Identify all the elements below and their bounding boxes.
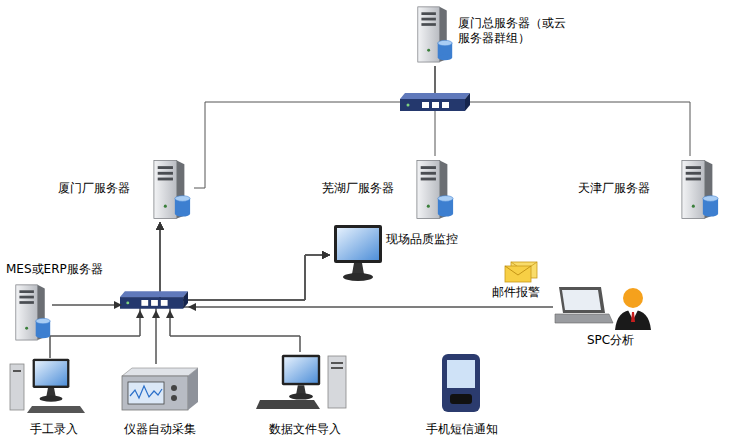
- pc-icon: [10, 359, 85, 413]
- node-label: SPC分析: [587, 333, 634, 348]
- node-label: 仪器自动采集: [124, 422, 196, 437]
- node-label: 厦门厂服务器: [58, 181, 130, 196]
- node-label: 现场品质监控: [386, 232, 458, 247]
- device-node: 手机短信通知: [420, 352, 506, 439]
- device-node: 芜湖厂服务器: [318, 156, 458, 222]
- node-label: 手机短信通知: [426, 422, 498, 437]
- device-node: SPC分析: [553, 283, 653, 351]
- device-node: 厦门厂服务器: [56, 156, 194, 222]
- device-node: 仪器自动采集: [116, 364, 204, 439]
- switch-icon: [120, 291, 188, 308]
- connector: [435, 66, 690, 156]
- connector: [153, 255, 330, 364]
- phone-icon: [442, 354, 480, 412]
- node-label: 手工录入: [30, 422, 78, 437]
- device-node: 邮件报警: [488, 262, 550, 302]
- connector: [50, 222, 160, 358]
- switch-icon: [400, 93, 470, 111]
- server-icon: [417, 160, 453, 218]
- hub-arrowheads: [114, 301, 196, 318]
- monitor-icon: [334, 225, 382, 281]
- email-icon: [505, 262, 537, 282]
- connector: [153, 222, 553, 307]
- connector: [153, 222, 300, 352]
- device-node: 厦门总服务器（或云服务器群组）: [414, 4, 572, 66]
- instrument-icon: [122, 368, 198, 410]
- connector: [194, 66, 435, 188]
- device-node: MES或ERP服务器: [4, 260, 118, 342]
- device-node: 手工录入: [8, 358, 90, 439]
- node-label: 芜湖厂服务器: [322, 181, 394, 196]
- node-label: 天津厂服务器: [578, 181, 650, 196]
- node-label: MES或ERP服务器: [6, 262, 103, 277]
- server-icon: [16, 285, 50, 340]
- device-node: 数据文件导入: [255, 352, 351, 439]
- workstation-icon: [256, 355, 346, 409]
- device-node: 天津厂服务器: [576, 156, 724, 222]
- server-icon: [154, 160, 190, 218]
- node-label: 邮件报警: [492, 285, 540, 300]
- node-label: 厦门总服务器（或云服务器群组）: [458, 16, 568, 46]
- server-icon: [682, 160, 718, 218]
- server-icon: [418, 7, 452, 62]
- node-label: 数据文件导入: [269, 422, 341, 437]
- spc-analyst-icon: [555, 287, 651, 330]
- device-node: 现场品质监控: [330, 222, 462, 286]
